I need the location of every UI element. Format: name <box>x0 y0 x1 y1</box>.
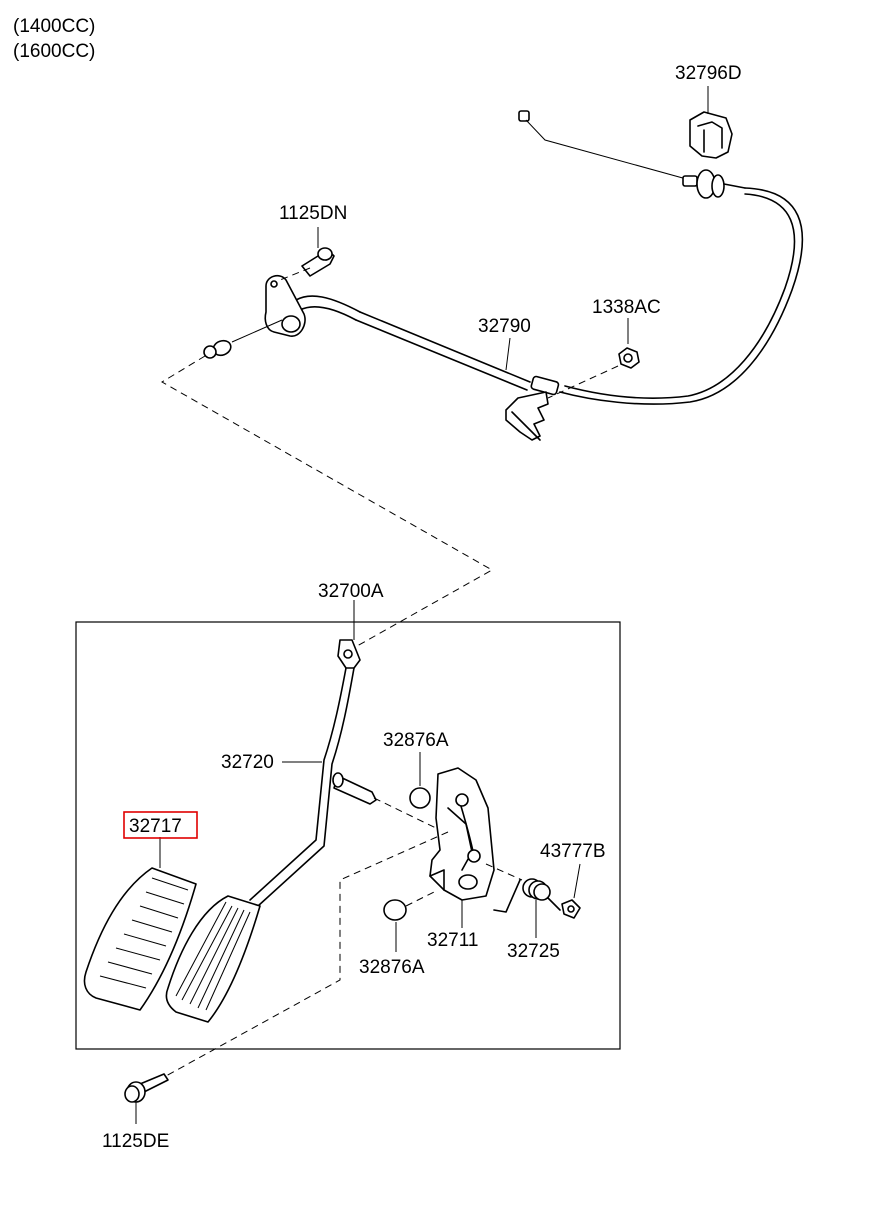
pedal-bracket-32711[interactable] <box>429 767 495 901</box>
engine-variant-1400cc: (1400CC) <box>13 16 95 37</box>
accelerator-cable-32790[interactable] <box>203 110 804 405</box>
cable-clip-32796D[interactable] <box>689 111 733 159</box>
bushing-32876A-top[interactable] <box>409 787 431 809</box>
label-32796D: 32796D <box>675 63 742 84</box>
label-32876A-top: 32876A <box>383 730 449 751</box>
callout-32717[interactable] <box>123 811 198 839</box>
engine-variant-1600cc: (1600CC) <box>13 41 95 62</box>
label-1338AC: 1338AC <box>592 297 661 318</box>
label-32717: 32717 <box>129 816 182 837</box>
bolt-1125DE[interactable] <box>124 1073 169 1103</box>
pedal-arm-32720[interactable] <box>249 639 377 907</box>
label-32725: 32725 <box>507 941 560 962</box>
label-32720: 32720 <box>221 752 274 773</box>
label-1125DN: 1125DN <box>279 203 347 224</box>
label-32790: 32790 <box>478 316 531 337</box>
return-spring-32725[interactable] <box>493 878 561 913</box>
label-1125DE: 1125DE <box>102 1131 169 1152</box>
label-32876A-bottom: 32876A <box>359 957 425 978</box>
label-32711: 32711 <box>427 930 478 951</box>
label-32700A: 32700A <box>318 581 384 602</box>
pedal-assembly-boundary <box>75 621 621 1050</box>
label-43777B: 43777B <box>540 841 606 862</box>
bolt-1125DN[interactable] <box>301 247 335 277</box>
bushing-32876A-bottom[interactable] <box>383 899 407 921</box>
pedal-pad-cover-32717[interactable] <box>83 867 197 1011</box>
cable-mounting-bracket <box>505 391 549 441</box>
clip-43777B[interactable] <box>561 899 581 919</box>
pedal-pad <box>165 895 261 1023</box>
nut-1338AC[interactable] <box>618 347 640 369</box>
